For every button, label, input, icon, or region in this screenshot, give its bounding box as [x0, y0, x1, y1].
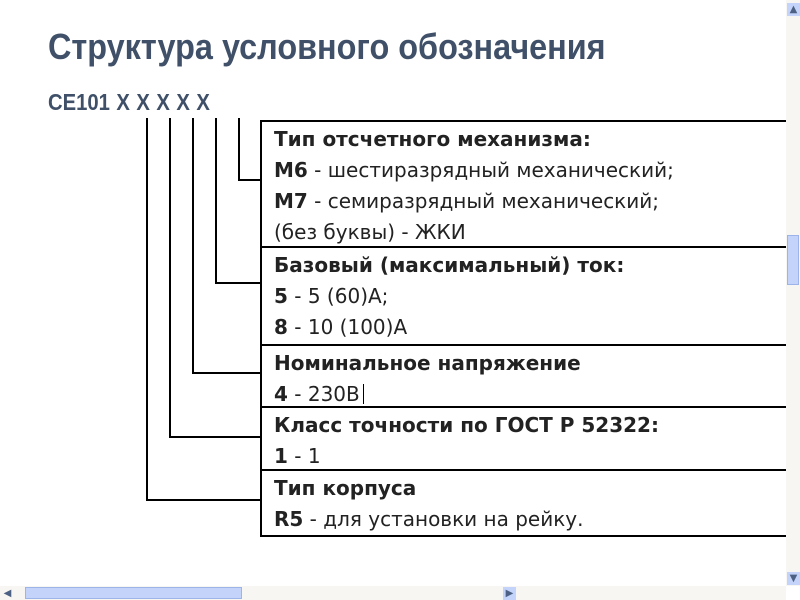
option-code: М6: [274, 158, 308, 182]
section-heading: Базовый (максимальный) ток:: [274, 253, 625, 277]
scroll-right-arrow-icon[interactable]: ▶: [503, 587, 516, 600]
connector-line: [169, 118, 171, 438]
page-title: Структура условного обозначения: [48, 26, 606, 67]
section-heading: Тип отсчетного механизма:: [274, 127, 591, 151]
section-heading: Тип корпуса: [274, 476, 417, 500]
scroll-up-arrow-icon[interactable]: ▲: [787, 3, 800, 16]
option-text: (без буквы) - ЖКИ: [274, 220, 466, 244]
section-nominal-voltage: Номинальное напряжение 4 - 230В: [262, 344, 787, 406]
connector-line: [146, 499, 262, 501]
option-code: 4: [274, 382, 288, 406]
connector-line: [238, 118, 240, 181]
option-text: - шестиразрядный механический;: [307, 158, 674, 182]
option-code: М7: [274, 189, 308, 213]
horizontal-scrollbar-thumb[interactable]: [25, 587, 242, 599]
connector-line: [215, 118, 217, 284]
vertical-scrollbar-thumb[interactable]: [787, 235, 799, 285]
text-cursor: [362, 384, 364, 404]
connector-line: [215, 282, 262, 284]
box-bottom-border: [262, 535, 787, 537]
connector-line: [192, 372, 262, 374]
option-text: - семиразрядный механический;: [307, 189, 659, 213]
option-text: - 230В: [287, 382, 360, 406]
option-text: - 1: [287, 444, 321, 468]
option-code: 5: [274, 284, 288, 308]
box-left-border: [260, 120, 262, 537]
section-case-type: Тип корпуса R5 - для установки на рейку.: [262, 469, 787, 535]
section-heading: Класс точности по ГОСТ Р 52322:: [274, 413, 659, 437]
option-code: R5: [274, 507, 304, 531]
connector-line: [169, 436, 262, 438]
option-code: 1: [274, 444, 288, 468]
connector-line: [192, 118, 194, 374]
option-text: - для установки на рейку.: [303, 507, 584, 531]
section-counter-type: Тип отсчетного механизма: М6 - шестиразр…: [262, 120, 787, 246]
designation-code: CE101 X X X X X: [48, 89, 210, 115]
option-code: 8: [274, 315, 288, 339]
scroll-down-arrow-icon[interactable]: ▼: [787, 572, 800, 585]
section-heading: Номинальное напряжение: [274, 351, 581, 375]
scroll-left-arrow-icon[interactable]: ◀: [3, 588, 12, 599]
connector-line: [238, 179, 262, 181]
section-base-current: Базовый (максимальный) ток: 5 - 5 (60)А;…: [262, 246, 787, 344]
option-text: - 10 (100)А: [287, 315, 408, 339]
option-text: - 5 (60)А;: [287, 284, 389, 308]
vertical-scrollbar[interactable]: [786, 0, 800, 586]
section-accuracy-class: Класс точности по ГОСТ Р 52322: 1 - 1: [262, 406, 787, 469]
connector-line: [146, 118, 148, 501]
